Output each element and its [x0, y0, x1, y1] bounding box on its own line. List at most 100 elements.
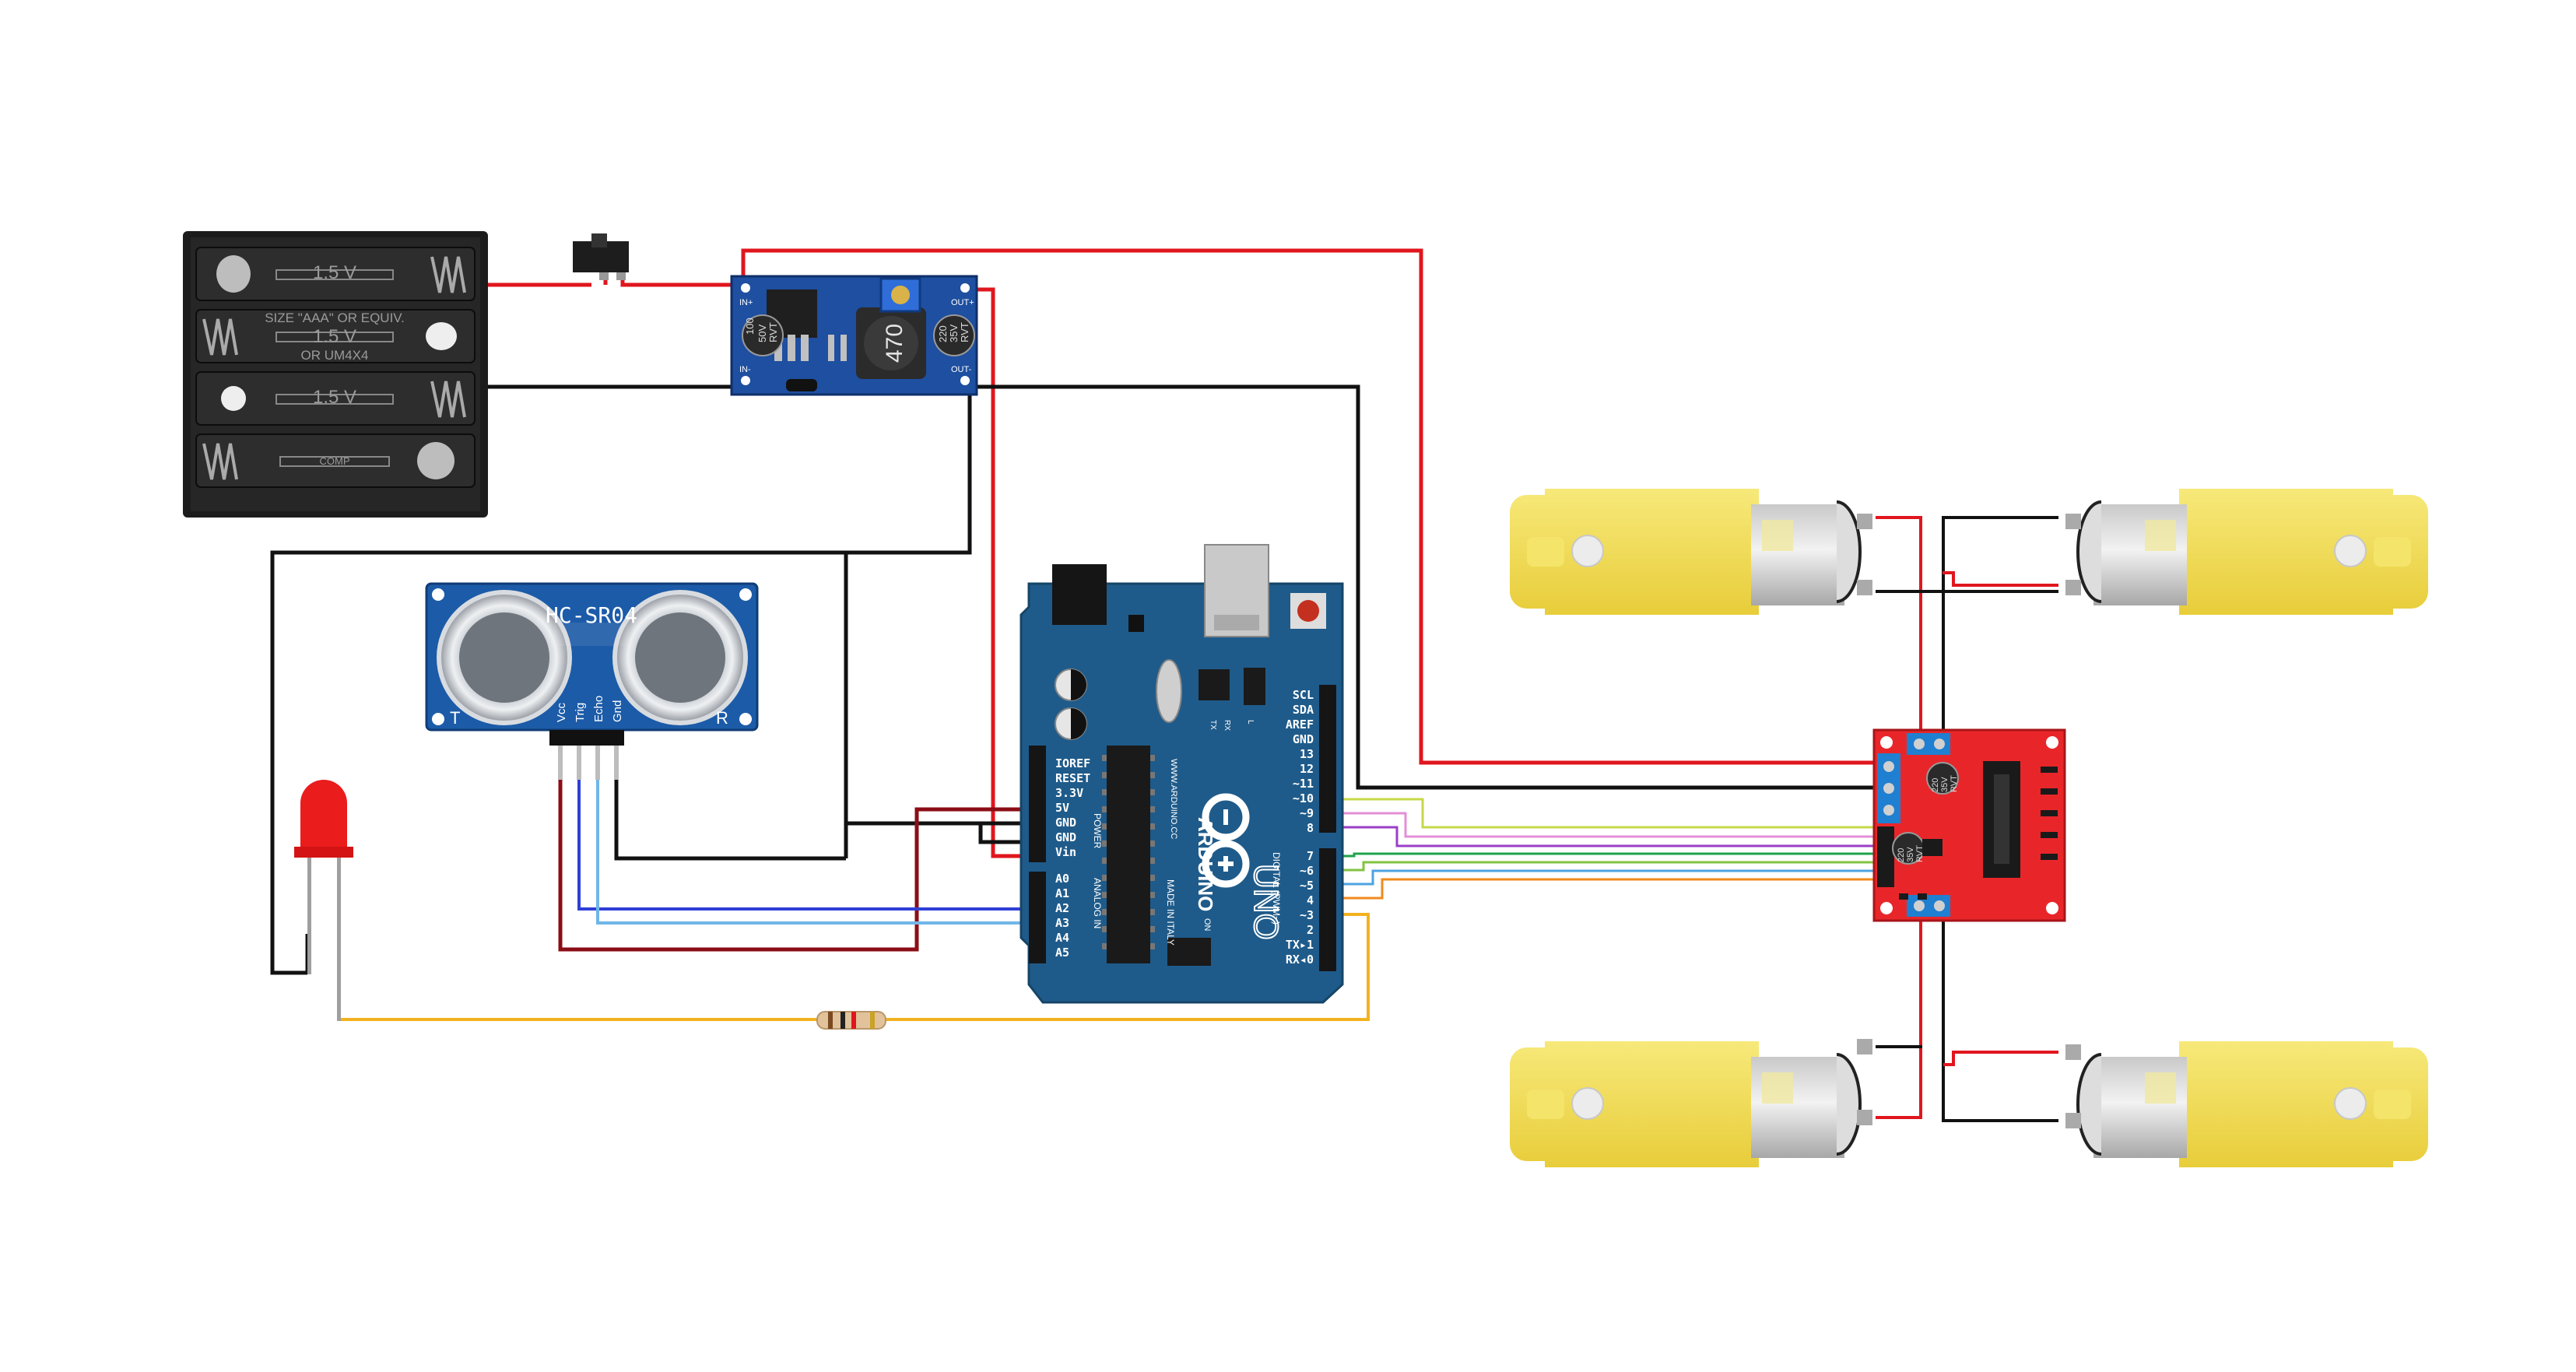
wire-d4: [1335, 878, 1883, 900]
pin-aref: AREF: [1286, 718, 1314, 732]
pin-vin: Vin: [1055, 845, 1076, 859]
wire-d10: [1335, 798, 1883, 829]
buck-out-plus: OUT+: [951, 298, 974, 307]
sensor-t: T: [450, 708, 460, 728]
analog-label: ANALOG IN: [1092, 878, 1103, 928]
wire-sensor-vcc: [558, 778, 1053, 952]
arduino-uno: ARDUINO UNO WWW.ARDUINO.CC MADE IN ITALY…: [1020, 544, 1344, 1004]
pin-7: 7: [1307, 849, 1314, 863]
wire-d6: [1335, 861, 1883, 872]
led-tx: TX: [1209, 720, 1217, 730]
pin-ioref: IOREF: [1055, 756, 1090, 770]
led-rx: RX: [1223, 720, 1231, 731]
digital-label: DIGITAL (PWM~): [1271, 852, 1282, 925]
buck-converter: 470 100 50V RVT 220 35V RVT IN+ IN- OUT+…: [730, 275, 978, 396]
buck-out-minus: OUT-: [951, 365, 972, 374]
pin-reset: RESET: [1055, 771, 1090, 785]
motor-driver-l298n: 220 35V RVT 220 35V RVT: [1872, 728, 2066, 922]
wires: [270, 248, 2058, 1122]
sensor-r: R: [716, 708, 728, 728]
cap-right-2: 35V: [948, 325, 960, 342]
pin-10: ~10: [1293, 791, 1314, 805]
arduino-on: ON: [1202, 918, 1212, 932]
pin-8: 8: [1307, 821, 1314, 835]
pin-3: ~3: [1300, 908, 1314, 922]
pin-a1: A1: [1055, 886, 1069, 900]
sensor-pin-echo: Echo: [592, 696, 605, 722]
driver-cap-top-1: 220: [1931, 778, 1940, 792]
ultrasonic-sensor: HC-SR04 T R Vcc Trig Echo Gnd: [425, 582, 759, 780]
inductor-label: 470: [882, 324, 907, 363]
pin-9: ~9: [1300, 806, 1314, 820]
wire-sensor-echo: [596, 778, 1053, 925]
wire-d9: [1335, 812, 1883, 838]
pin-rx0: RX◂0: [1286, 953, 1314, 967]
resistor: [816, 1011, 886, 1030]
cell-4-label: COMP: [320, 455, 350, 467]
sensor-title: HC-SR04: [546, 602, 637, 628]
wire-motor-tr-red: [1943, 571, 2058, 587]
arduino-site: WWW.ARDUINO.CC: [1169, 759, 1178, 839]
wire-buck-gnd-to-driver: [971, 384, 1883, 790]
pin-sda: SDA: [1293, 703, 1314, 717]
driver-cap-bottom-2: 35V: [1906, 847, 1915, 862]
pin-12: 12: [1300, 762, 1314, 776]
sensor-pin-gnd: Gnd: [611, 700, 624, 722]
sensor-pin-trig: Trig: [574, 703, 587, 722]
pin-6: ~6: [1300, 864, 1314, 878]
pin-gnd-1: GND: [1055, 816, 1076, 830]
driver-cap-bottom-1: 220: [1897, 848, 1906, 862]
pin-4: 4: [1307, 893, 1314, 907]
pin-a5: A5: [1055, 946, 1069, 960]
pin-5: ~5: [1300, 879, 1314, 893]
cap-left-2: 50V: [756, 325, 768, 342]
cap-right-3: RVT: [959, 322, 970, 342]
driver-cap-top-2: 35V: [1940, 777, 1950, 792]
cap-left-3: RVT: [767, 322, 779, 342]
arduino-logo: [1202, 793, 1250, 888]
wire-motor-br-black: [1942, 918, 2058, 1122]
pin-scl: SCL: [1293, 688, 1314, 702]
motor-top-right: [2065, 489, 2428, 615]
slide-switch[interactable]: [573, 233, 629, 280]
driver-cap-top-3: RVT: [1950, 775, 1959, 792]
pin-a0: A0: [1055, 872, 1069, 886]
cap-right-1: 220: [937, 325, 949, 342]
cell-2-note: SIZE "AAA" OR EQUIV.: [265, 311, 405, 325]
sensor-pin-vcc: Vcc: [555, 702, 568, 722]
pin-a4: A4: [1055, 931, 1069, 945]
pin-13: 13: [1300, 747, 1314, 761]
pin-11: ~11: [1293, 777, 1314, 791]
pin-a3: A3: [1055, 916, 1069, 930]
wire-d7: [1335, 852, 1883, 858]
motor-top-left: [1510, 489, 1872, 615]
wire-motor-br-red: [1943, 1051, 2058, 1066]
arduino-brand: ARDUINO: [1194, 817, 1217, 911]
motor-bottom-right: [2065, 1041, 2428, 1167]
wire-sensor-trig: [577, 778, 1053, 911]
wire-buck-gnd-to-arduino: [270, 387, 972, 975]
pin-gnd-2: GND: [1055, 830, 1076, 844]
wire-sensor-gnd: [614, 778, 846, 861]
cell-3-label: 1.5 V: [313, 387, 356, 408]
arduino-made: MADE IN ITALY: [1165, 879, 1176, 946]
cell-2-label: 1.5 V: [313, 326, 356, 347]
buck-in-plus: IN+: [739, 298, 753, 307]
cell-1-label: 1.5 V: [313, 262, 356, 283]
pin-a2: A2: [1055, 901, 1069, 915]
pin-5v: 5V: [1055, 801, 1069, 815]
pin-3v3: 3.3V: [1055, 786, 1083, 800]
power-label: POWER: [1092, 813, 1103, 849]
motor-bottom-left: [1510, 1039, 1872, 1167]
battery-holder: 1.5 V SIZE "AAA" OR EQUIV. 1.5 V OR UM4X…: [183, 231, 488, 518]
cap-left-1: 100: [744, 318, 756, 335]
cell-2-note2: OR UM4X4: [301, 348, 369, 363]
buck-in-minus: IN-: [739, 365, 751, 374]
wire-motor-tl-red: [1876, 516, 1922, 732]
wire-buck-to-driver-12v: [741, 248, 1883, 765]
pin-2: 2: [1307, 923, 1314, 937]
pin-tx1: TX▸1: [1286, 938, 1314, 952]
wire-d8: [1335, 826, 1883, 847]
wire-motor-tr-black: [1942, 516, 2058, 732]
